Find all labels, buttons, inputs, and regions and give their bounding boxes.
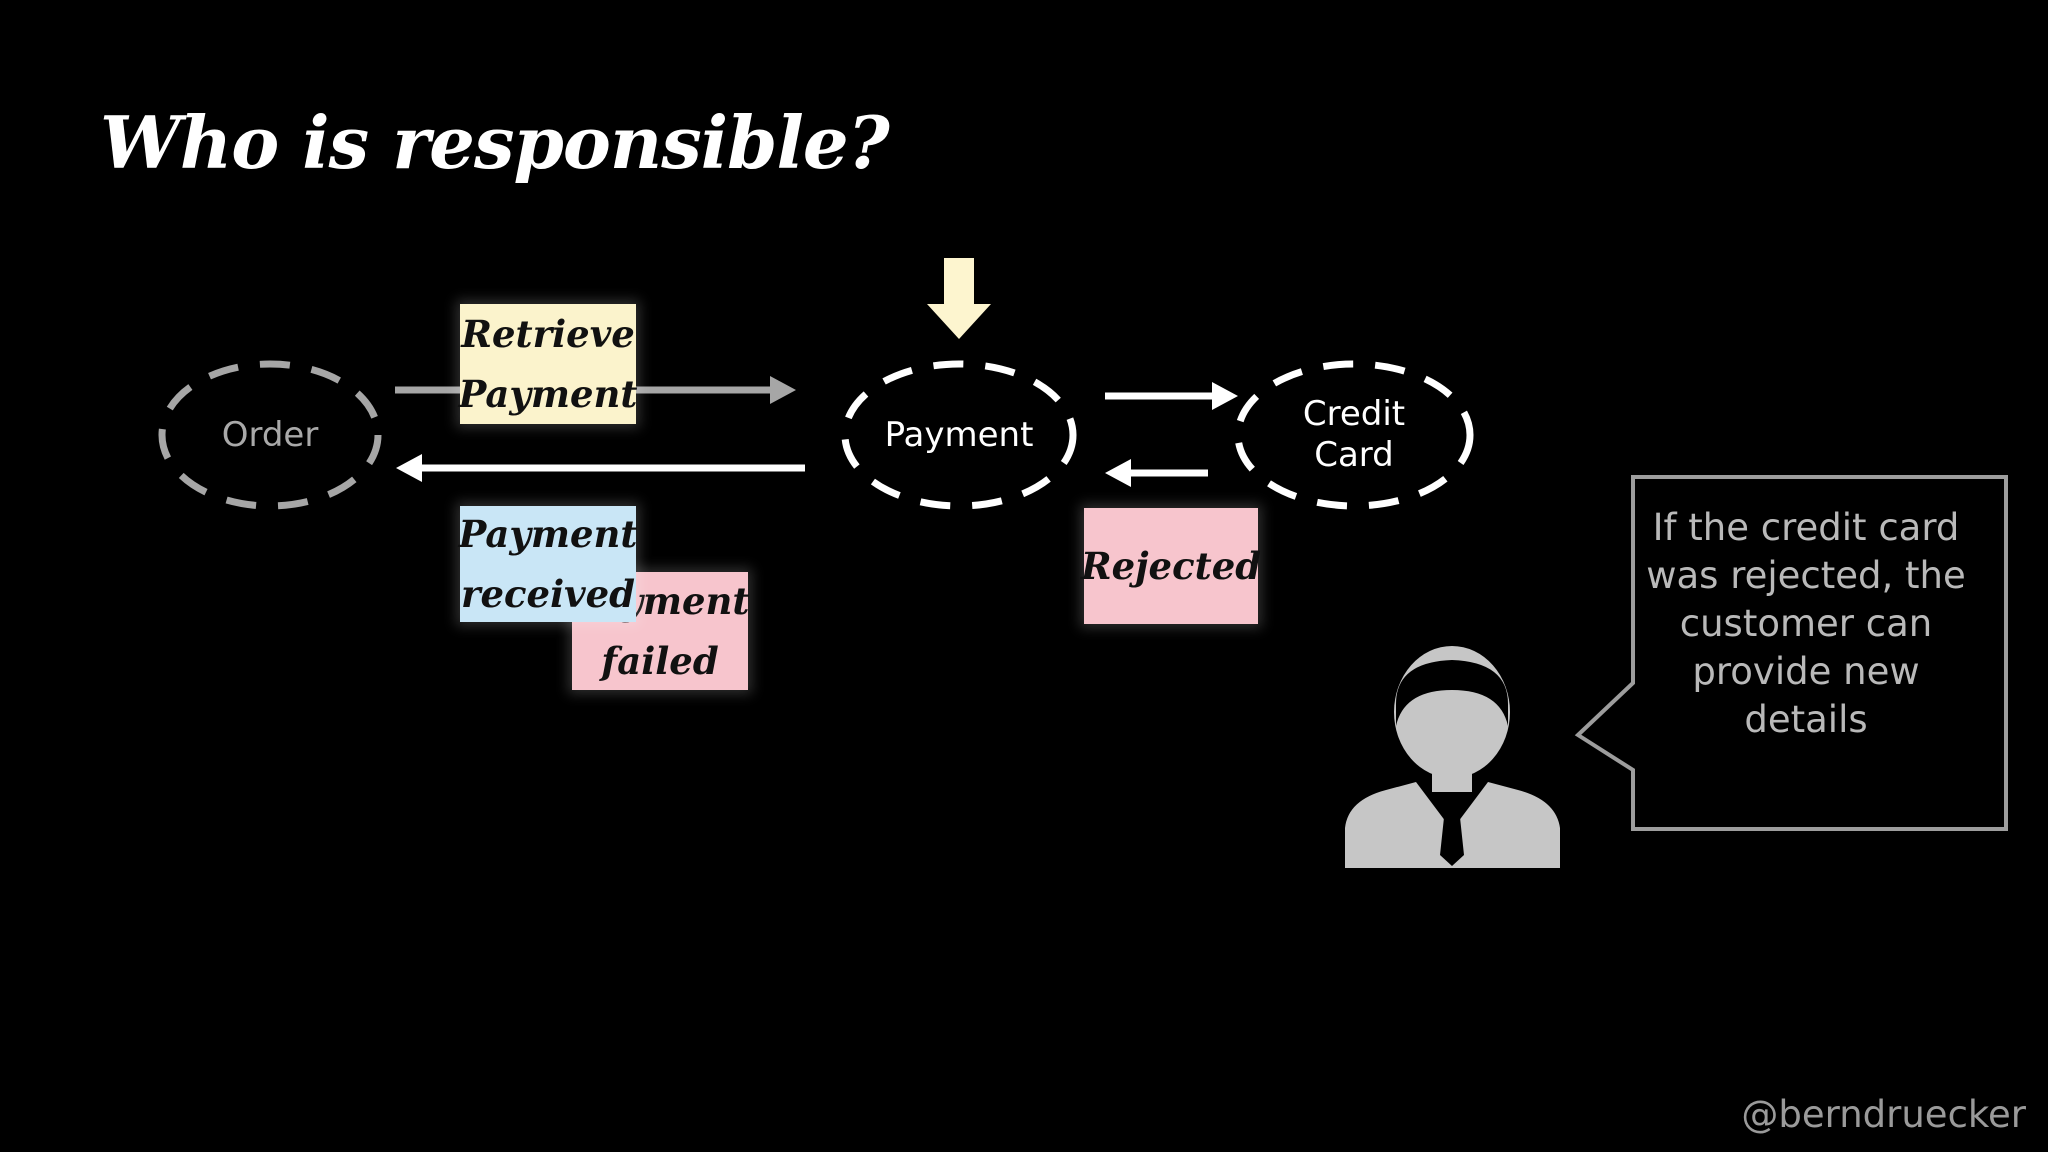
- sticky-line: Payment: [458, 372, 638, 416]
- payment-to-order-arrow: [396, 454, 805, 482]
- credit-card-to-payment-arrow: [1105, 459, 1208, 487]
- sticky-line: received: [460, 572, 636, 616]
- credit-card-label-line2: Card: [1314, 435, 1394, 475]
- retrieve-payment-sticky: Retrieve Payment: [458, 304, 638, 424]
- payment-to-credit-card-arrow: [1105, 382, 1238, 410]
- credit-card-label-line1: Credit: [1302, 394, 1406, 434]
- sticky-line: Payment: [458, 512, 638, 556]
- customer-person-icon: [1345, 646, 1560, 868]
- payment-node-ellipse: [841, 360, 1077, 510]
- credit-card-node-label: Credit Card: [1254, 394, 1454, 476]
- callout-text: If the credit card was rejected, the cus…: [1646, 506, 1966, 741]
- credit-card-node-ellipse: [1234, 360, 1474, 510]
- order-node-ellipse: [158, 360, 382, 510]
- slide-title: Who is responsible?: [100, 100, 890, 185]
- rejected-sticky: Rejected: [1081, 508, 1261, 624]
- author-handle: @berndruecker: [1741, 1093, 2026, 1136]
- sticky-line: failed: [601, 639, 719, 683]
- callout-bubble: [1574, 475, 2008, 831]
- sticky-line: Retrieve: [461, 312, 635, 356]
- down-arrow-icon: [927, 258, 991, 339]
- payment-received-sticky: Payment received: [458, 506, 638, 622]
- order-node-label: Order: [221, 415, 319, 455]
- payment-node-label: Payment: [884, 415, 1034, 455]
